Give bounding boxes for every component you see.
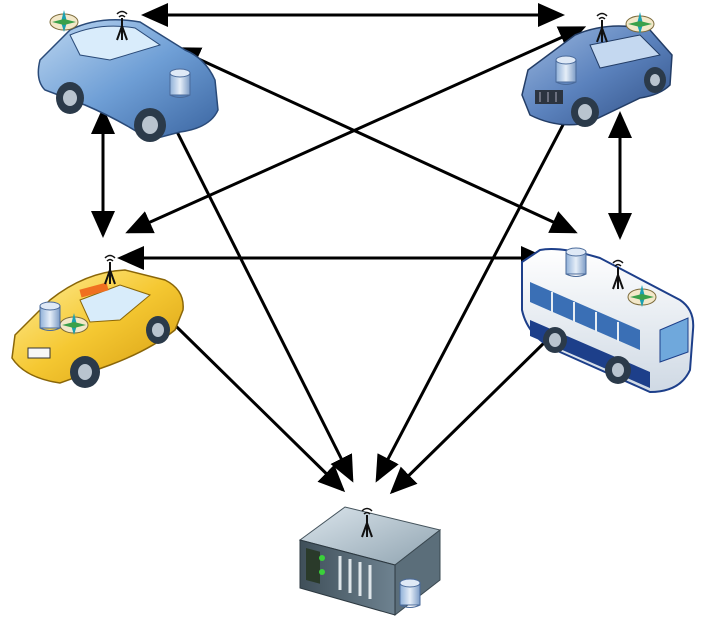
database-icon	[399, 578, 421, 608]
database-icon	[565, 247, 587, 277]
suv-node	[521, 11, 673, 127]
antenna-icon	[104, 254, 116, 285]
server-node	[298, 506, 442, 617]
link-suv-server	[375, 57, 600, 483]
server-body	[298, 506, 442, 617]
taxi-node	[11, 254, 184, 388]
taxi-body	[11, 269, 184, 388]
database-icon	[39, 301, 61, 331]
database-icon	[169, 68, 191, 98]
database-icon	[555, 55, 577, 85]
suv-body	[521, 25, 673, 127]
bus-body	[521, 248, 695, 394]
bus-node	[521, 247, 695, 394]
link-suv-taxi	[125, 26, 587, 234]
sedan-car-body	[37, 19, 219, 142]
sedan-car-node	[37, 9, 219, 142]
link-car-bus	[172, 47, 578, 234]
